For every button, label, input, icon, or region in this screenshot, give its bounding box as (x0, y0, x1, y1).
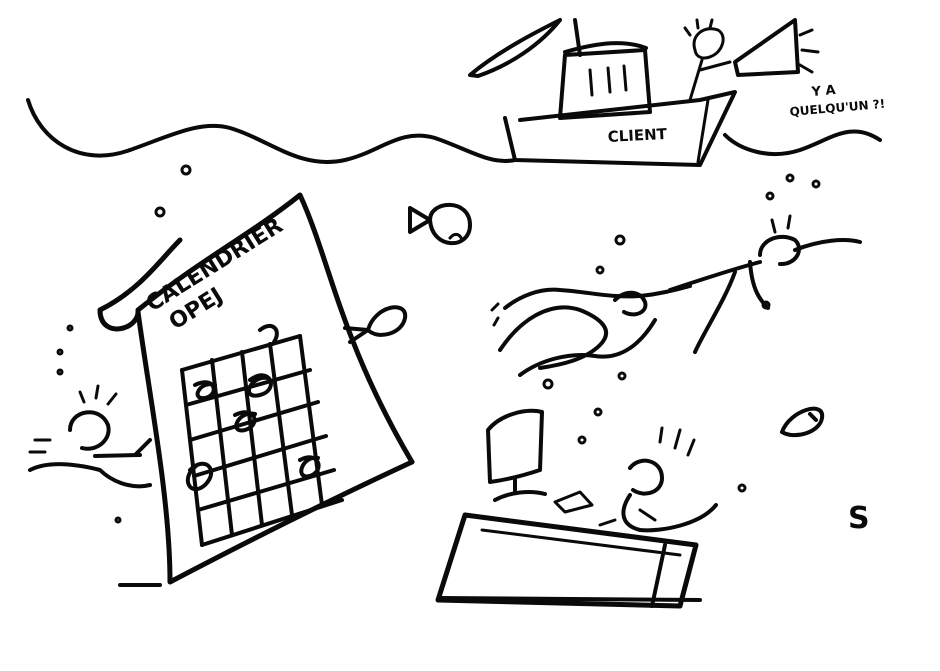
calendar-scroll: CALENDRIER OPEJ (97, 192, 415, 585)
speech-text: Y A QUELQU'UN ?! (789, 83, 886, 119)
artist-signature: S (848, 501, 870, 536)
speech-line-1: Y A (810, 83, 836, 100)
fish-left (408, 202, 472, 246)
person-right (490, 214, 862, 377)
boat: CLIENT (468, 18, 820, 167)
desk-scene (118, 409, 718, 609)
sea-surface (26, 98, 882, 164)
fish-small (343, 305, 408, 344)
fish-right (780, 406, 825, 438)
speech-line-2: QUELQU'UN ?! (789, 97, 886, 119)
calendar-grid (180, 323, 344, 547)
bubbles (56, 164, 821, 524)
boat-hull-label: CLIENT (607, 125, 668, 146)
person-left (28, 384, 152, 489)
